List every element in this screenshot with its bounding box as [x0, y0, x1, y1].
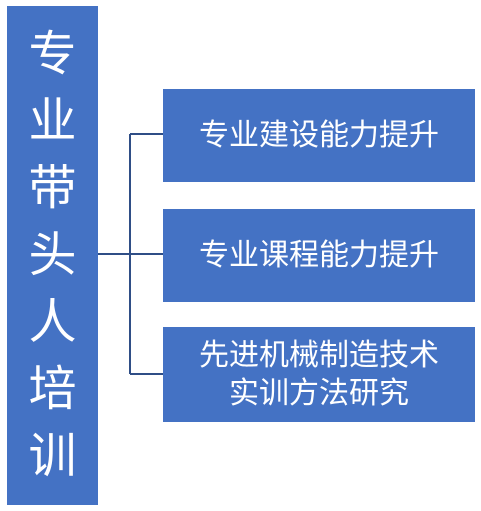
root-node-char: 专: [28, 26, 77, 82]
child-node-box: 专业建设能力提升: [163, 89, 475, 182]
root-node-box: 专 业 带 头 人 培 训: [7, 6, 98, 505]
root-node-char: 带: [28, 160, 77, 216]
child-node-label: 先进机械制造技术: [199, 337, 439, 373]
child-node-box: 先进机械制造技术 实训方法研究: [163, 327, 475, 422]
root-node-char: 训: [28, 428, 77, 484]
root-node-char: 人: [28, 294, 77, 350]
child-node-label: 专业课程能力提升: [199, 237, 439, 273]
root-node-char: 头: [28, 227, 77, 283]
child-node-label: 专业建设能力提升: [199, 117, 439, 153]
root-node-char: 业: [28, 93, 77, 149]
root-node-char: 培: [28, 361, 77, 417]
child-node-box: 专业课程能力提升: [163, 209, 475, 302]
child-node-label: 实训方法研究: [229, 375, 409, 411]
